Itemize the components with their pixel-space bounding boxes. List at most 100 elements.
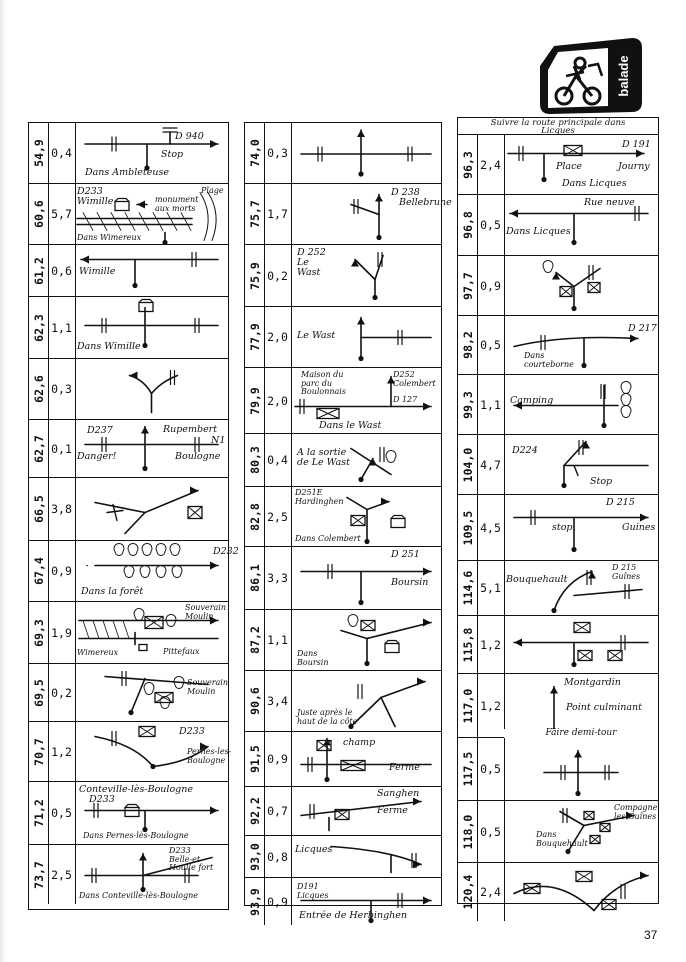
- pictogram-label: Le Wast: [297, 330, 336, 341]
- junction-diagram: [76, 192, 217, 246]
- junction-diagram: [559, 807, 635, 855]
- pictogram-label: D 251: [391, 549, 420, 560]
- pictogram-label: Boulogne: [175, 451, 221, 462]
- partial-distance: 0,1: [48, 420, 76, 477]
- page-number: 37: [644, 928, 658, 942]
- route-pictogram: [504, 256, 658, 315]
- pictogram-label: N1: [211, 435, 226, 446]
- junction-diagram: [551, 569, 643, 614]
- cumulative-km: 75,9: [245, 245, 265, 306]
- junction-diagram: [84, 802, 219, 833]
- pictogram-label: Wimille: [77, 196, 114, 207]
- cumulative-km: 86,1: [245, 547, 265, 609]
- cumulative-km-value: 93,0: [247, 842, 262, 871]
- junction-diagram: [94, 486, 203, 535]
- pictogram-label: Pernes-les- Boulogne: [187, 747, 232, 765]
- pictogram-label: Rue neuve: [584, 197, 635, 208]
- cumulative-km: 97,7: [458, 256, 478, 315]
- pictogram-label: Montgardin: [564, 677, 621, 688]
- cumulative-km-value: 98,2: [460, 331, 475, 359]
- route-pictogram: Souverain Moulin: [75, 664, 228, 721]
- pictogram-label: Boursin: [391, 577, 429, 588]
- junction-diagram: [84, 852, 213, 893]
- partial-distance: 0,4: [48, 123, 76, 183]
- partial-distance: 2,4: [477, 135, 505, 194]
- pictogram-label: Dans Wimille: [77, 341, 141, 352]
- junction-diagram: [513, 621, 649, 668]
- route-pictogram: Wimille: [75, 245, 228, 296]
- cumulative-km-value: 96,3: [460, 150, 475, 179]
- cumulative-km-value: 92,2: [247, 797, 262, 825]
- cumulative-km-value: 69,3: [31, 618, 46, 647]
- junction-diagram: [507, 144, 645, 183]
- partial-distance: 4,5: [477, 495, 505, 560]
- pictogram-label: Stop: [590, 476, 613, 487]
- route-pictogram: Licques: [291, 836, 441, 877]
- junction-diagram: [294, 375, 432, 420]
- pictogram-label: D237: [87, 425, 113, 436]
- pictogram-label: Dans la forêt: [81, 586, 144, 597]
- cumulative-km: 93,9: [245, 878, 265, 925]
- cumulative-km: 109,5: [458, 495, 478, 560]
- junction-diagram: [300, 129, 432, 177]
- cumulative-km: 115,8: [458, 616, 478, 673]
- junction-diagram: [350, 446, 397, 483]
- junction-diagram: [84, 425, 219, 472]
- cumulative-km-value: 80,3: [247, 446, 262, 474]
- cumulative-km-value: 77,9: [247, 323, 262, 351]
- pictogram-label: Ferme: [377, 805, 408, 816]
- partial-distance: 1,2: [48, 722, 76, 781]
- partial-distance: 0,5: [477, 738, 505, 800]
- cumulative-km: 98,2: [458, 316, 478, 374]
- pictogram-label: Dans Pernes-lès-Boulogne: [83, 831, 189, 840]
- pictogram-label: Bouquehault: [506, 574, 568, 585]
- pictogram-label: monument aux morts: [155, 195, 199, 213]
- partial-distance: 1,9: [48, 602, 76, 663]
- cumulative-km-value: 87,2: [247, 626, 262, 654]
- partial-distance: 0,9: [264, 732, 292, 786]
- partial-distance: 3,4: [264, 671, 292, 731]
- pictogram-label: Dans le Wast: [319, 420, 382, 431]
- cumulative-km: 73,7: [29, 845, 49, 904]
- partial-distance: 0,9: [264, 878, 292, 925]
- pictogram-label: Place: [556, 161, 583, 172]
- balade-logo: balade: [540, 38, 642, 114]
- pictogram-label: Camping: [510, 395, 554, 406]
- partial-distance: 5,7: [48, 184, 76, 244]
- pictogram-label: Dans Bouquehault: [536, 830, 588, 848]
- pictogram-label: D 217: [628, 323, 657, 334]
- cumulative-km: 62,7: [29, 420, 49, 477]
- pictogram-label: D232: [213, 546, 239, 557]
- pictogram-label: D233: [77, 186, 103, 197]
- cumulative-km: 87,2: [245, 610, 265, 670]
- cumulative-km: 90,6: [245, 671, 265, 731]
- pictogram-label: Maison du parc du Boulonnais: [301, 370, 346, 396]
- junction-diagram: [300, 797, 422, 832]
- partial-distance: 1,1: [264, 610, 292, 670]
- cumulative-km-value: 73,7: [31, 860, 46, 889]
- partial-distance: 0,2: [264, 245, 292, 306]
- cumulative-km: 75,7: [245, 184, 265, 244]
- junction-diagram: [513, 381, 632, 429]
- route-pictogram: [75, 359, 228, 419]
- cumulative-km-value: 74,0: [247, 139, 262, 167]
- cumulative-km-value: 66,5: [31, 495, 46, 523]
- partial-distance: 1,2: [477, 674, 505, 737]
